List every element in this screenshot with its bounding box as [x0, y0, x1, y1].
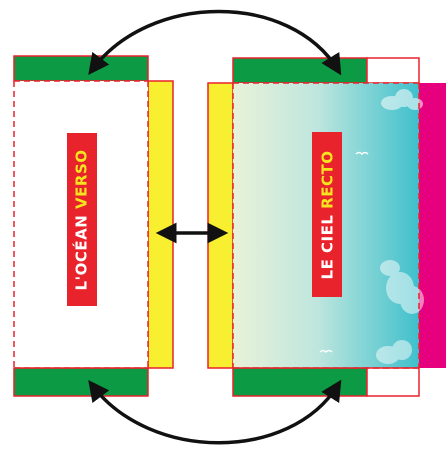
bird-icon — [319, 349, 333, 354]
curved-double-arrow-bottom — [88, 379, 342, 445]
right-bottom-flap-blank — [366, 367, 420, 397]
right-label-part2: RECTO — [318, 150, 337, 209]
right-panel-label-text: LE CIEL RECTO — [318, 150, 336, 279]
right-bottom-flap — [232, 367, 368, 397]
bird-icon — [355, 151, 369, 156]
right-panel-label: LE CIEL RECTO — [312, 132, 342, 297]
left-panel-label-text: L'OCÉAN VERSO — [73, 149, 91, 290]
left-panel-label: L'OCÉAN VERSO — [67, 133, 97, 306]
curved-double-arrow-top — [88, 9, 342, 76]
right-label-part1: LE CIEL — [318, 214, 337, 279]
cloud-icon — [376, 340, 412, 364]
right-magenta-strip — [419, 83, 446, 368]
cloud-icon — [380, 260, 424, 314]
left-bottom-flap — [13, 367, 149, 397]
right-side-flap — [207, 82, 234, 369]
left-label-part1: L'OCÉAN — [73, 214, 91, 291]
right-top-flap — [232, 57, 368, 84]
left-label-part2: VERSO — [73, 148, 91, 209]
left-top-flap — [13, 55, 149, 82]
left-side-flap — [147, 80, 174, 369]
right-top-flap-blank — [366, 57, 420, 84]
